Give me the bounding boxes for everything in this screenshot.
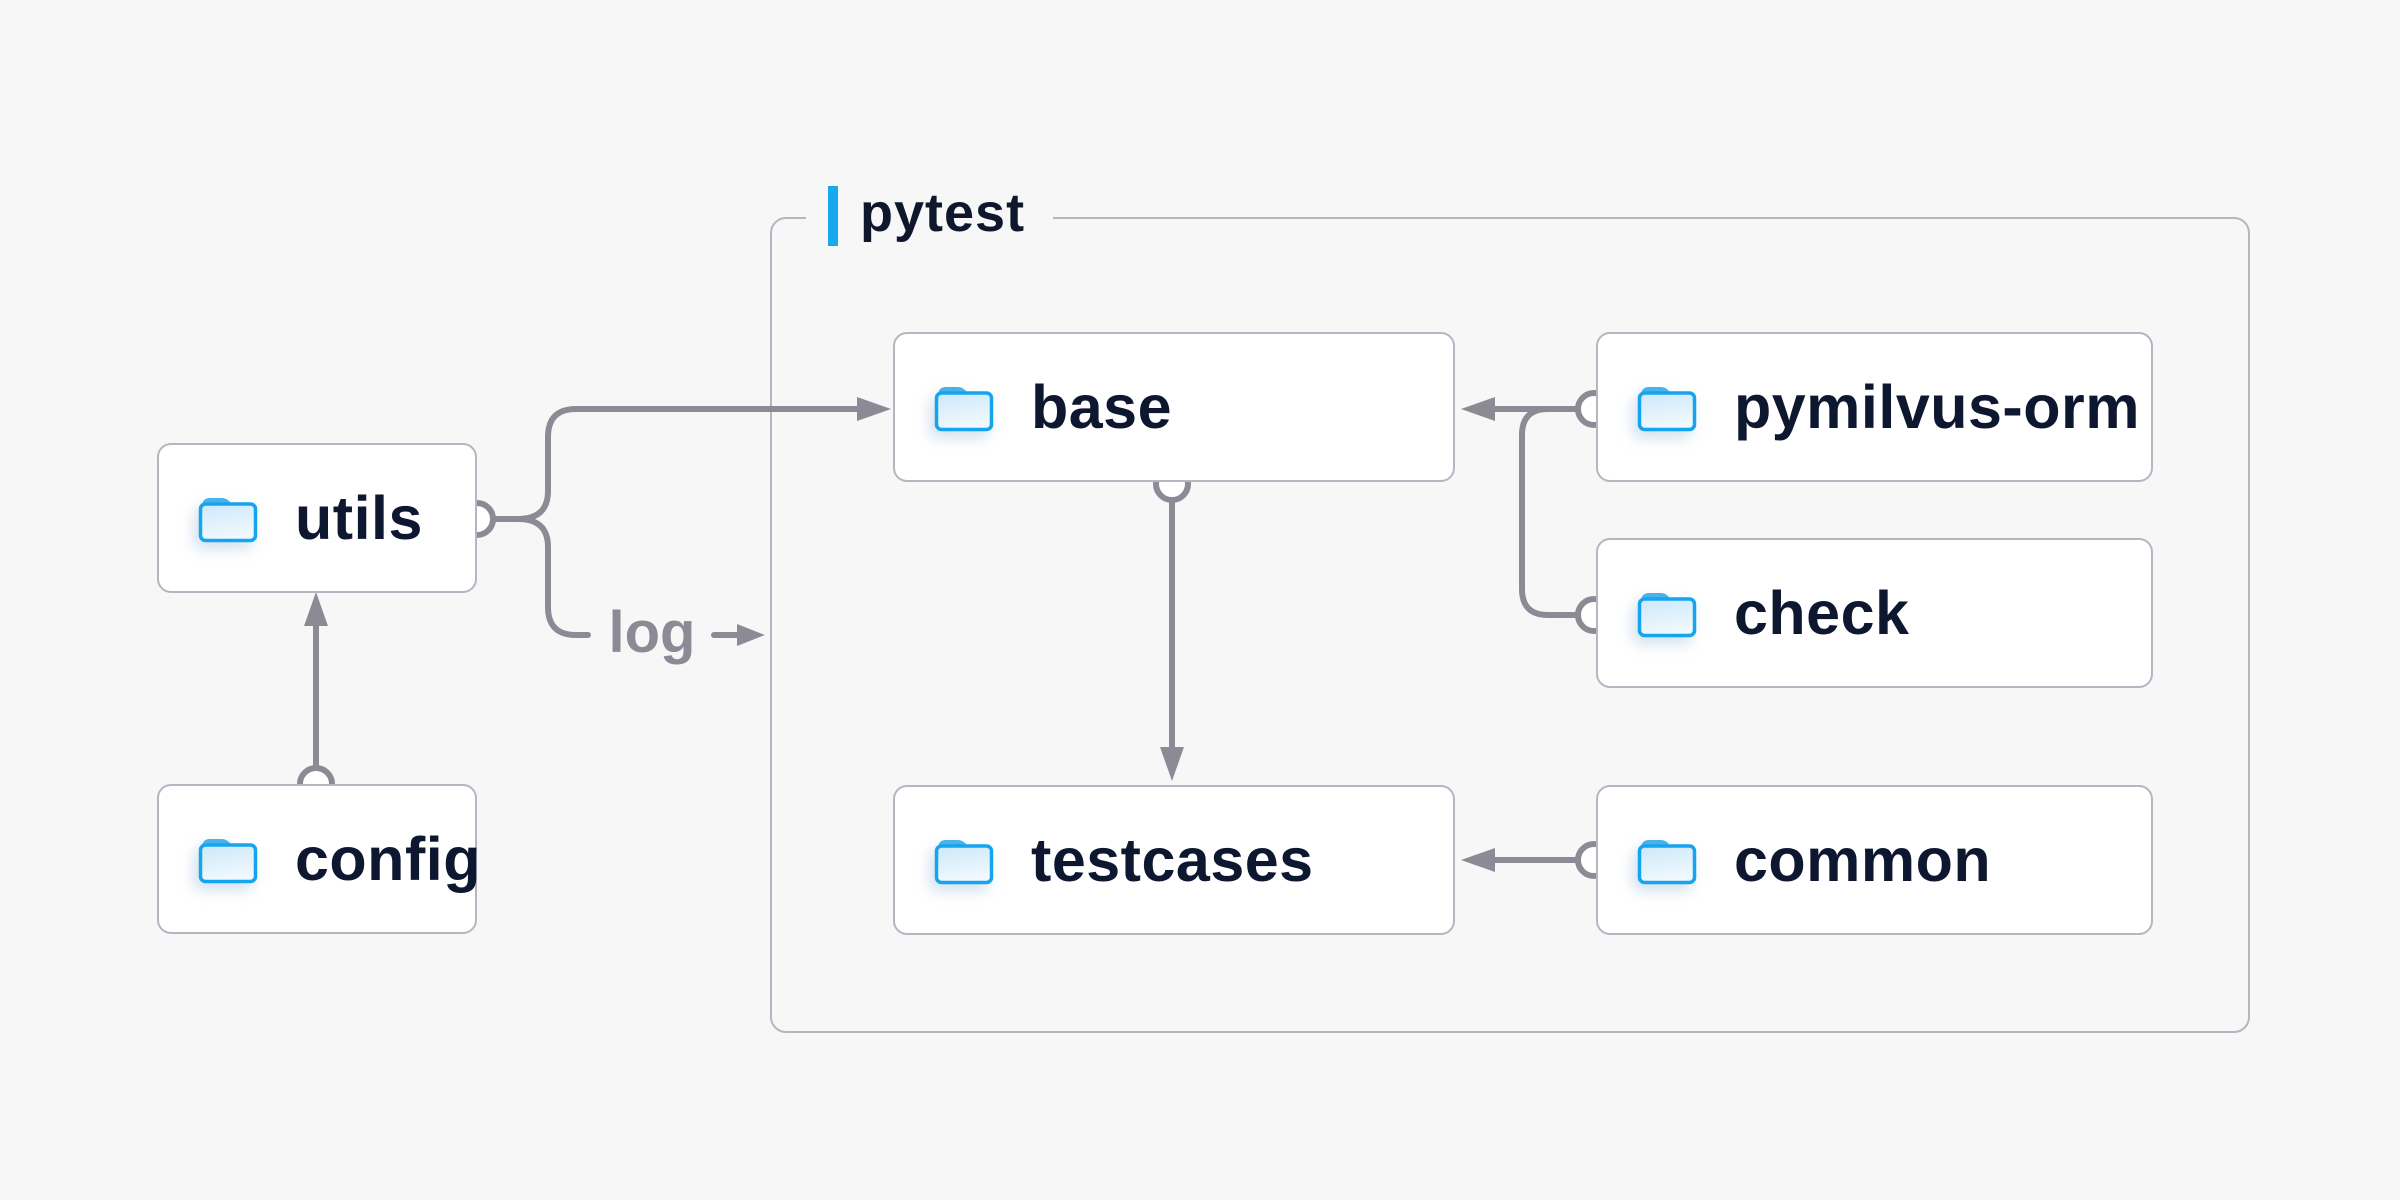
folder-icon	[1637, 840, 1697, 885]
folder-icon	[934, 387, 994, 432]
arrowhead-right-icon	[737, 624, 765, 646]
pytest-group-label-text: pytest	[860, 183, 1026, 243]
folder-icon	[1637, 387, 1697, 432]
node-pymilvus-orm: pymilvus-orm	[1596, 332, 2153, 482]
node-utils: utils	[157, 443, 477, 593]
node-label: config	[295, 825, 481, 893]
node-label: pymilvus-orm	[1734, 373, 2140, 441]
node-label: utils	[295, 484, 423, 552]
folder-icon	[198, 839, 258, 884]
pytest-group-label: pytest	[806, 183, 1054, 248]
pytest-group-box	[770, 217, 2250, 1033]
node-label: common	[1734, 826, 1992, 894]
node-config: config	[157, 784, 480, 934]
folder-icon	[198, 498, 258, 543]
folder-icon	[1637, 593, 1697, 638]
node-check: check	[1596, 538, 2153, 688]
folder-icon	[934, 840, 994, 885]
node-label: base	[1031, 373, 1173, 441]
node-common: common	[1596, 785, 2153, 935]
node-testcases: testcases	[893, 785, 1455, 935]
accent-bar	[828, 186, 838, 246]
edge-config-to-utils	[297, 592, 335, 803]
node-label: testcases	[1031, 826, 1314, 894]
arrowhead-up-icon	[304, 592, 328, 626]
node-label: check	[1734, 579, 1910, 647]
edge-label-log: log	[608, 600, 696, 665]
node-base: base	[893, 332, 1455, 482]
